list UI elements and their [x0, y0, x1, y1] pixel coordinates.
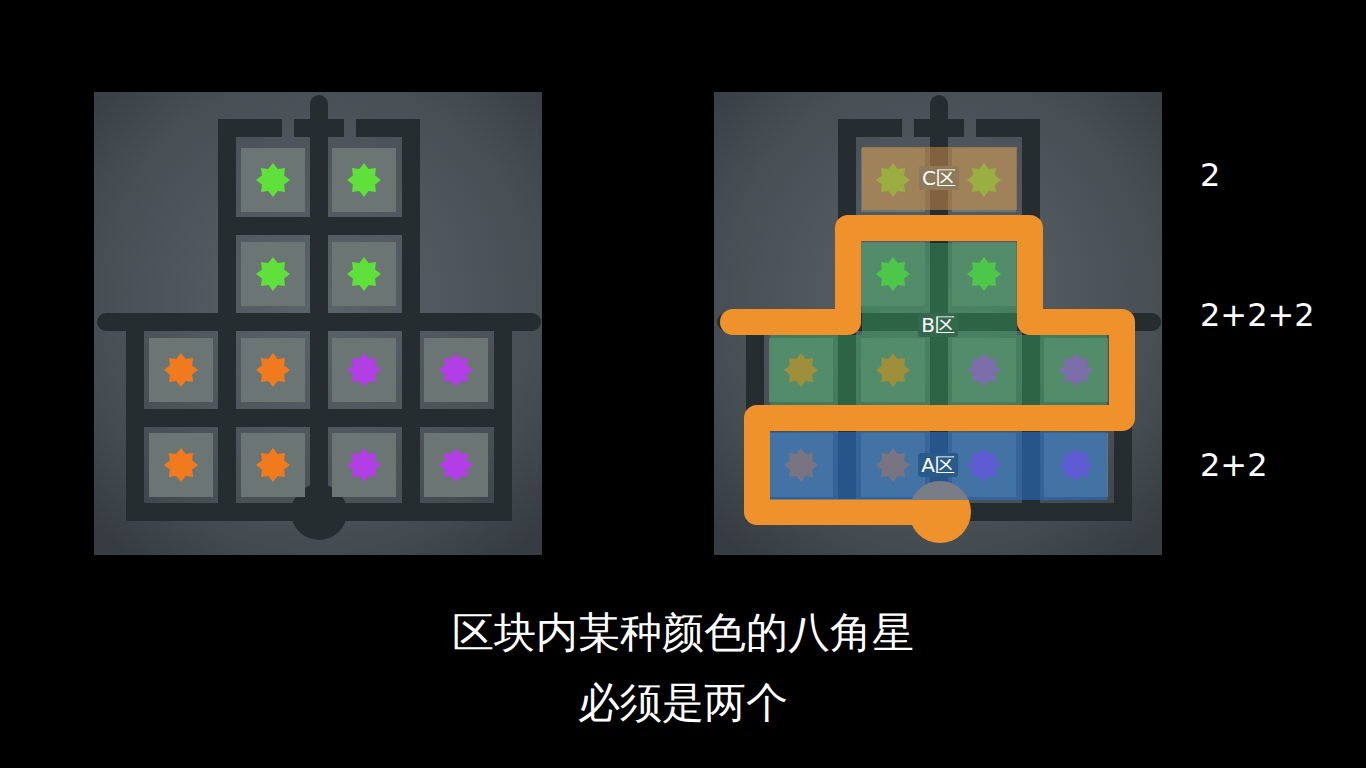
grid-line: [227, 217, 411, 235]
caption: 区块内某种颜色的八角星 必须是两个: [383, 598, 983, 738]
puzzle-panel: [94, 92, 542, 555]
region-block: C区: [862, 147, 1017, 210]
octagram-star: [347, 163, 381, 197]
grid-cell: [241, 148, 305, 212]
grid-cell: [149, 433, 213, 497]
octagram-star: [164, 353, 198, 387]
solution-path: [733, 228, 1122, 512]
grid-cell: [241, 338, 305, 402]
octagram-star: [256, 448, 290, 482]
grid-cell: [332, 338, 396, 402]
grid-line: [356, 119, 411, 137]
grid-line: [976, 119, 1031, 137]
grid-cell: [332, 242, 396, 306]
octagram-star: [439, 448, 473, 482]
grid-line: [310, 104, 328, 512]
octagram-star: [347, 257, 381, 291]
region-label: C区: [919, 166, 959, 190]
grid-line: [294, 119, 344, 137]
grid-cell: [424, 433, 488, 497]
grid-line: [227, 119, 282, 137]
grid-line: [106, 313, 532, 331]
octagram-star: [164, 448, 198, 482]
octagram-star: [347, 448, 381, 482]
grid-line: [135, 409, 503, 427]
grid-cell: [149, 338, 213, 402]
grid-line: [914, 119, 964, 137]
grid-cell: [332, 148, 396, 212]
grid-line: [847, 119, 902, 137]
panel-ground: [714, 92, 1162, 555]
octagram-star: [347, 353, 381, 387]
octagram-star: [439, 353, 473, 387]
region-fill: [770, 243, 1107, 405]
count-label: 2: [1200, 155, 1220, 195]
grid-cell: [241, 242, 305, 306]
grid-cell: [332, 433, 396, 497]
panel-ground: [94, 92, 542, 555]
region-block: B区: [770, 243, 1107, 405]
count-label: 2+2: [1200, 445, 1268, 485]
grid-cell: [424, 338, 488, 402]
grid-cell: [241, 433, 305, 497]
octagram-star: [256, 257, 290, 291]
region-label: A区: [918, 453, 958, 477]
count-label: 2+2+2: [1200, 295, 1315, 335]
region-label: B区: [918, 313, 958, 337]
region-block: A区: [770, 432, 1107, 500]
octagram-star: [256, 163, 290, 197]
puzzle-panel: [714, 92, 1162, 555]
octagram-star: [256, 353, 290, 387]
